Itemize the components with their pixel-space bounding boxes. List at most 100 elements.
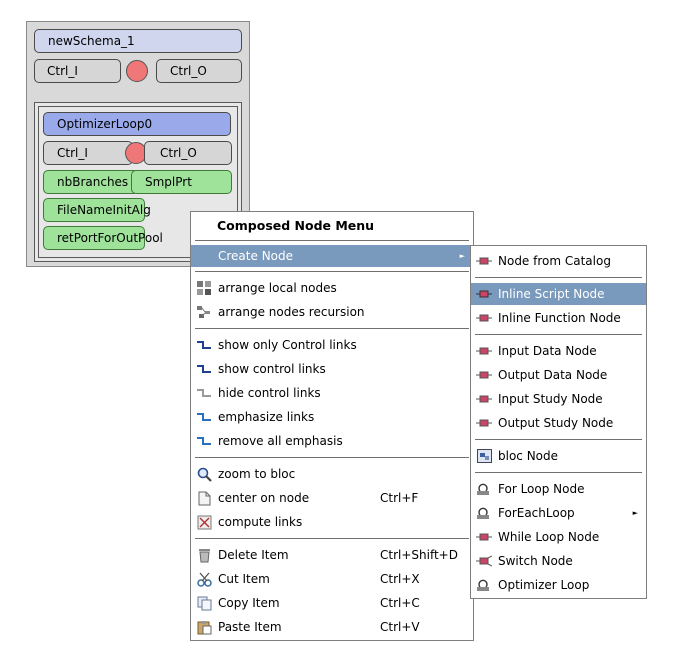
submenu-item-bloc-node[interactable]: bloc Node: [471, 445, 646, 467]
schema-ctrl-in-port[interactable]: Ctrl_I: [34, 59, 121, 83]
submenu-item-label: Inline Function Node: [498, 311, 621, 325]
menu-title: Composed Node Menu: [217, 218, 375, 233]
menu-item-label: Copy Item: [218, 596, 280, 610]
node-icon: [476, 367, 492, 383]
loop-ctrl-out-port[interactable]: Ctrl_O: [144, 141, 232, 165]
schema-node[interactable]: newSchema_1 Ctrl_I Ctrl_O OptimizerLoop0…: [26, 21, 250, 267]
copy-icon: [196, 595, 212, 611]
submenu-item-input-study-node[interactable]: Input Study Node: [471, 388, 646, 410]
menu-item-create-node[interactable]: Create Node ►: [191, 245, 473, 267]
submenu-item-input-data-node[interactable]: Input Data Node: [471, 340, 646, 362]
menu-separator: [475, 472, 642, 473]
submenu-item-label: Output Study Node: [498, 416, 614, 430]
submenu-item-label: Input Data Node: [498, 344, 597, 358]
grid-icon: [196, 280, 212, 296]
submenu-item-foreach-loop[interactable]: ForEachLoop ►: [471, 502, 646, 524]
paste-icon: [196, 619, 212, 635]
port-nb-branches[interactable]: nbBranches: [43, 170, 139, 194]
node-icon: [476, 415, 492, 431]
menu-item-label: Paste Item: [218, 620, 282, 634]
submenu-item-label: bloc Node: [498, 449, 559, 463]
menu-item-label: show only Control links: [218, 338, 357, 352]
menu-item-label: compute links: [218, 515, 303, 529]
menu-item-zoom-to-bloc[interactable]: zoom to bloc: [191, 463, 473, 485]
menu-item-label: center on node: [218, 491, 310, 505]
loop-icon: [476, 481, 492, 497]
menu-item-delete-item[interactable]: Delete Item Ctrl+Shift+D: [191, 544, 473, 566]
switch-icon: [476, 553, 492, 569]
menu-item-label: arrange local nodes: [218, 281, 337, 295]
loop-ctrl-in-port[interactable]: Ctrl_I: [43, 141, 133, 165]
submenu-item-for-loop-node[interactable]: For Loop Node: [471, 478, 646, 500]
submenu-item-label: Switch Node: [498, 554, 573, 568]
menu-item-hide-control-links[interactable]: hide control links: [191, 382, 473, 404]
port-smplprt[interactable]: SmplPrt: [131, 170, 232, 194]
submenu-item-output-study-node[interactable]: Output Study Node: [471, 412, 646, 434]
node-icon: [476, 529, 492, 545]
tree-icon: [196, 304, 212, 320]
port-filename-init-alg[interactable]: FileNameInitAlg: [43, 198, 151, 222]
optimizer-loop-node[interactable]: OptimizerLoop0 Ctrl_I Ctrl_O nbBranches …: [34, 102, 242, 262]
menu-separator: [195, 240, 469, 241]
submenu-item-switch-node[interactable]: Switch Node: [471, 550, 646, 572]
menu-item-arrange-nodes-recursion[interactable]: arrange nodes recursion: [191, 301, 473, 323]
schema-ctrl-out-port[interactable]: Ctrl_O: [156, 59, 242, 83]
menu-item-emphasize-links[interactable]: emphasize links: [191, 406, 473, 428]
menu-item-center-on-node[interactable]: center on node Ctrl+F: [191, 487, 473, 509]
menu-item-shortcut: Ctrl+Shift+D: [380, 548, 458, 562]
port-ret-for-out-pool[interactable]: retPortForOutPool: [43, 226, 163, 250]
menu-item-label: zoom to bloc: [218, 467, 296, 481]
submenu-item-inline-function-node[interactable]: Inline Function Node: [471, 307, 646, 329]
menu-item-shortcut: Ctrl+V: [380, 620, 420, 634]
menu-item-label: Delete Item: [218, 548, 289, 562]
schema-title[interactable]: newSchema_1: [34, 29, 242, 53]
menu-separator: [195, 538, 469, 539]
menu-item-label: remove all emphasis: [218, 434, 343, 448]
menu-item-label: hide control links: [218, 386, 321, 400]
menu-item-show-control-links[interactable]: show control links: [191, 358, 473, 380]
compute-icon: [196, 514, 212, 530]
link-icon: [196, 409, 212, 425]
submenu-item-optimizer-loop[interactable]: Optimizer Loop: [471, 574, 646, 596]
link-icon: [196, 361, 212, 377]
menu-item-shortcut: Ctrl+C: [380, 596, 420, 610]
submenu-item-label: Input Study Node: [498, 392, 603, 406]
menu-item-cut-item[interactable]: Cut Item Ctrl+X: [191, 568, 473, 590]
submenu-item-output-data-node[interactable]: Output Data Node: [471, 364, 646, 386]
link-icon: [196, 433, 212, 449]
link-grey-icon: [196, 385, 212, 401]
submenu-item-label: ForEachLoop: [498, 506, 575, 520]
submenu-item-inline-script-node[interactable]: Inline Script Node: [471, 283, 646, 305]
menu-separator: [475, 334, 642, 335]
create-node-submenu: Node from Catalog Inline Script Node Inl…: [470, 245, 647, 599]
node-icon: [476, 343, 492, 359]
page-icon: [196, 490, 212, 506]
menu-item-arrange-local-nodes[interactable]: arrange local nodes: [191, 277, 473, 299]
submenu-arrow-icon: ►: [459, 252, 465, 260]
trash-icon: [196, 547, 212, 563]
menu-separator: [475, 439, 642, 440]
optimizer-loop-title[interactable]: OptimizerLoop0: [43, 112, 231, 136]
submenu-item-node-from-catalog[interactable]: Node from Catalog: [471, 250, 646, 272]
magnifier-icon: [196, 466, 212, 482]
menu-item-label: Create Node: [218, 249, 294, 263]
submenu-item-label: Inline Script Node: [498, 287, 605, 301]
optimizer-loop-frame: OptimizerLoop0 Ctrl_I Ctrl_O nbBranches …: [38, 106, 238, 258]
menu-item-remove-all-emphasis[interactable]: remove all emphasis: [191, 430, 473, 452]
menu-item-compute-links[interactable]: compute links: [191, 511, 473, 533]
menu-item-paste-item[interactable]: Paste Item Ctrl+V: [191, 616, 473, 638]
submenu-arrow-icon: ►: [632, 509, 638, 517]
menu-item-show-only-control-links[interactable]: show only Control links: [191, 334, 473, 356]
menu-item-label: show control links: [218, 362, 326, 376]
menu-separator: [195, 457, 469, 458]
menu-item-copy-item[interactable]: Copy Item Ctrl+C: [191, 592, 473, 614]
menu-separator: [475, 277, 642, 278]
node-icon: [476, 253, 492, 269]
node-icon: [476, 286, 492, 302]
submenu-item-label: Output Data Node: [498, 368, 608, 382]
submenu-item-while-loop-node[interactable]: While Loop Node: [471, 526, 646, 548]
loop-icon: [476, 577, 492, 593]
bloc-icon: [476, 448, 492, 464]
loop-icon: [476, 505, 492, 521]
node-icon: [476, 310, 492, 326]
